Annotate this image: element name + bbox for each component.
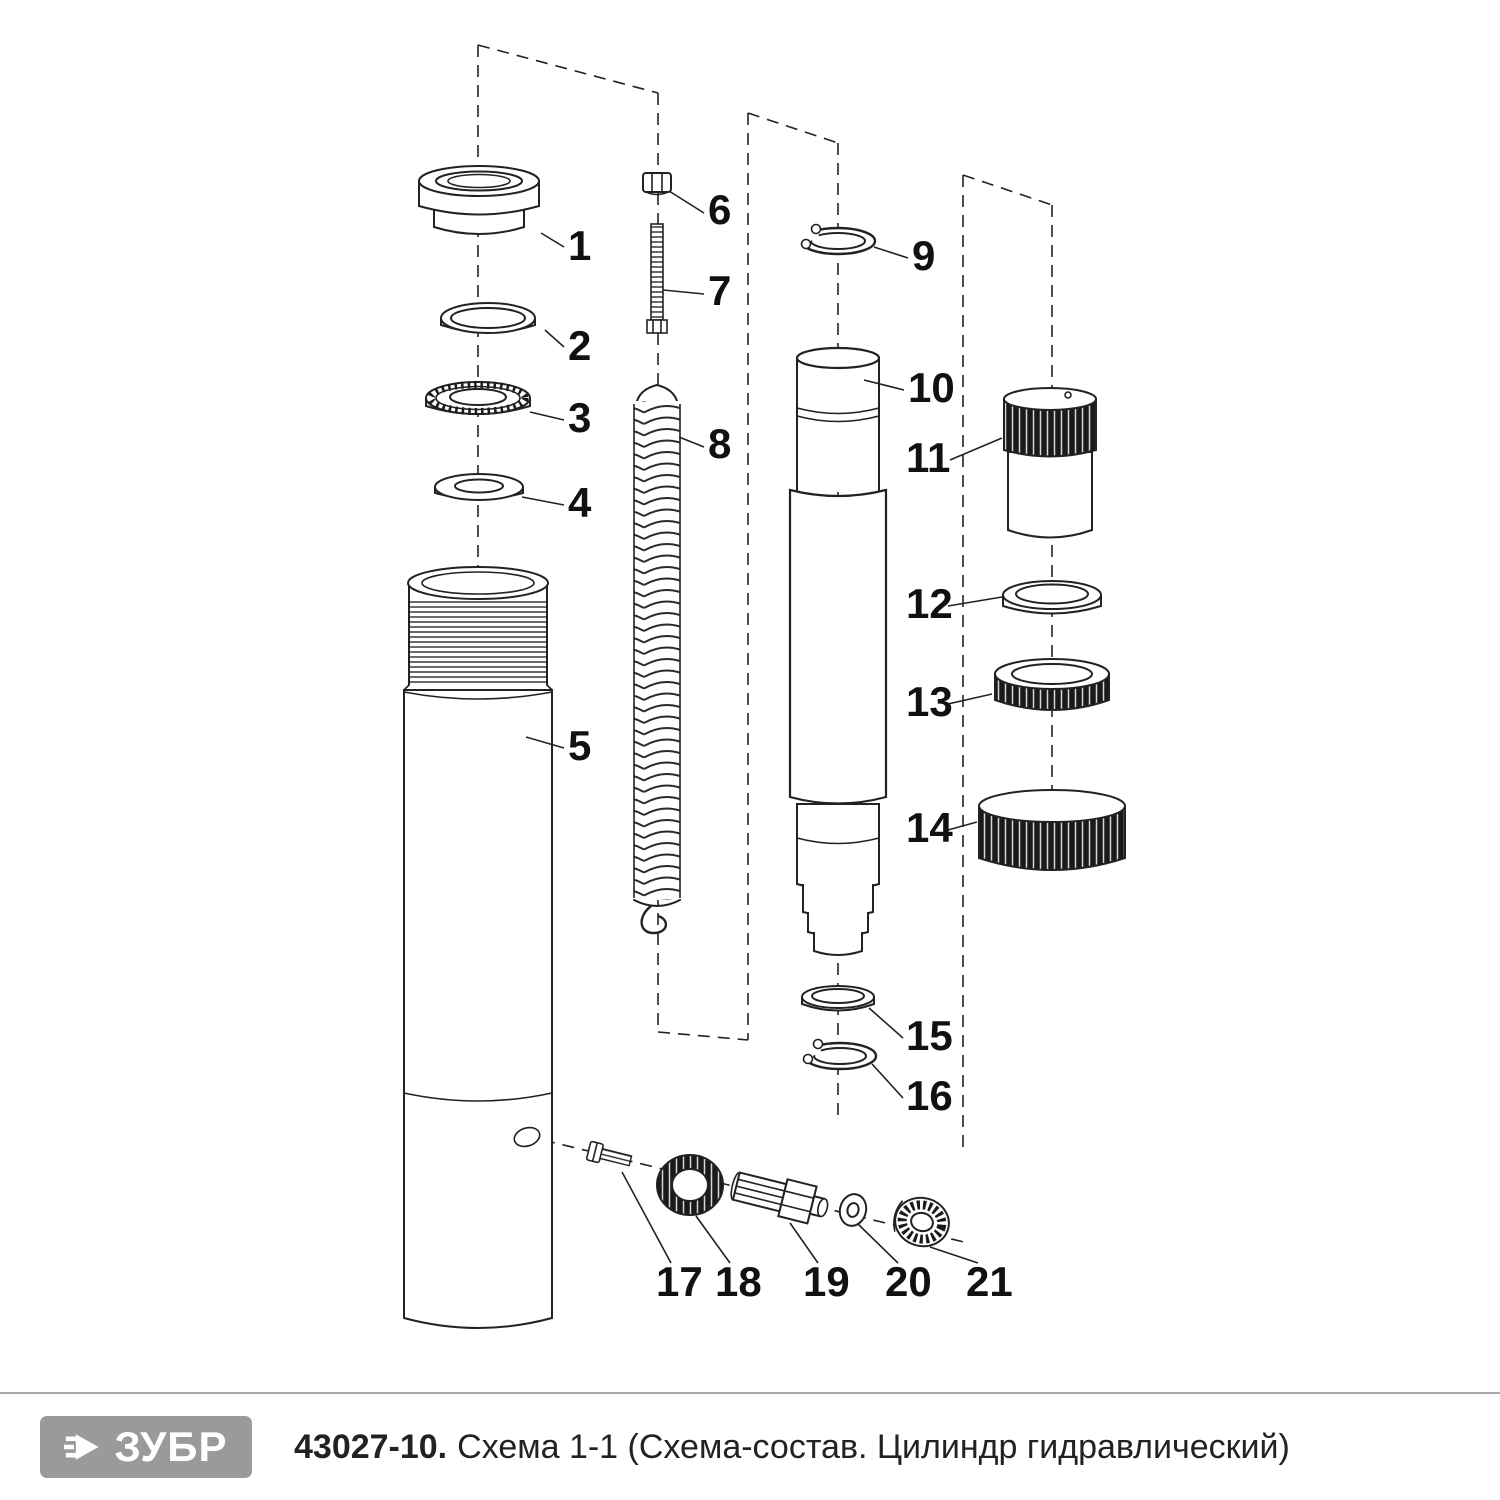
zubr-logo: ЗУБР [40, 1416, 252, 1478]
part-label-18: 18 [715, 1258, 762, 1305]
part-label-10: 10 [908, 364, 955, 411]
logo-text: ЗУБР [114, 1423, 228, 1470]
part-label-19: 19 [803, 1258, 850, 1305]
part-label-3: 3 [568, 394, 591, 441]
part-label-14: 14 [906, 804, 953, 851]
part-14-large-knurled-cap [978, 789, 1126, 871]
part-label-13: 13 [906, 678, 953, 725]
part-label-6: 6 [708, 186, 731, 233]
part-8-spring [633, 384, 681, 935]
part-21-plug [893, 1196, 950, 1248]
part-13-knurled-ring [994, 658, 1110, 711]
part-label-16: 16 [906, 1072, 953, 1119]
part-6-nut [642, 172, 672, 196]
footer: ЗУБР 43027-10.Схема 1-1 (Схема-состав. Ц… [0, 1392, 1500, 1478]
part-5-cylinder-body [403, 566, 553, 1329]
part-2-ring [440, 302, 536, 334]
part-16-snap-ring [791, 1035, 878, 1071]
part-label-4: 4 [568, 479, 592, 526]
leader-lines [521, 190, 1003, 1264]
part-10-piston-rod [788, 346, 888, 956]
part-label-7: 7 [708, 267, 731, 314]
part-label-1: 1 [568, 222, 591, 269]
zubr-arrow-icon [64, 1434, 100, 1460]
part-label-15: 15 [906, 1012, 953, 1059]
part-1-top-cap [418, 164, 540, 235]
part-4-washer [434, 473, 524, 501]
part-label-17: 17 [656, 1258, 703, 1305]
part-11-knurled-cap [1003, 387, 1097, 539]
part-15-ring [801, 985, 875, 1012]
part-7-threaded-rod [646, 223, 668, 334]
part-label-21: 21 [966, 1258, 1013, 1305]
part-9-snap-ring [789, 220, 877, 256]
part-12-ring [1002, 580, 1102, 615]
scheme-code: 43027-10. [294, 1427, 448, 1466]
part-20-washer [838, 1193, 868, 1227]
part-label-5: 5 [568, 722, 591, 769]
part-label-8: 8 [708, 420, 731, 467]
part-19-fitting [730, 1171, 829, 1225]
part-label-11: 11 [906, 434, 950, 481]
part-3-seal-washer [425, 381, 531, 415]
assembly-axes [477, 44, 1053, 1244]
part-label-2: 2 [568, 322, 591, 369]
scheme-caption: 43027-10.Схема 1-1 (Схема-состав. Цилинд… [294, 1428, 1290, 1467]
part-label-12: 12 [906, 580, 953, 627]
part-labels: 1 2 3 4 5 6 7 8 9 10 11 12 13 14 15 16 1… [568, 186, 1013, 1305]
part-label-20: 20 [885, 1258, 932, 1305]
part-17-screw [585, 1140, 633, 1167]
part-label-9: 9 [912, 232, 935, 279]
part-18-knurled-nut [656, 1154, 724, 1216]
exploded-diagram: 1 2 3 4 5 6 7 8 9 10 11 12 13 14 15 16 1… [403, 44, 1126, 1329]
scheme-title: Схема 1-1 (Схема-состав. Цилиндр гидравл… [457, 1427, 1290, 1466]
